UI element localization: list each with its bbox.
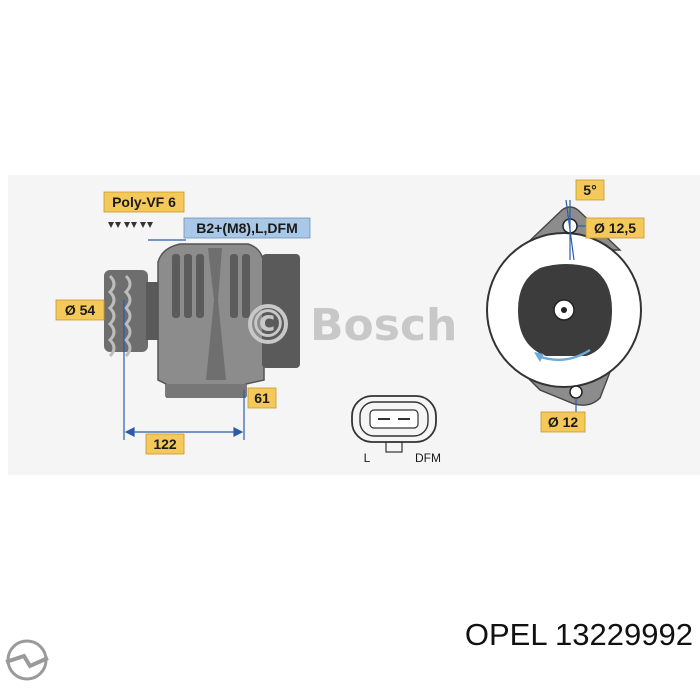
length-part-box bbox=[247, 387, 277, 409]
plug-connector bbox=[351, 395, 437, 453]
pulley-diameter-box bbox=[55, 299, 105, 321]
alternator-side-view bbox=[104, 243, 300, 398]
svg-text:©: © bbox=[249, 302, 287, 346]
pin-l-label: L bbox=[364, 451, 371, 465]
terminals-label: B2+(M8),L,DFM bbox=[196, 220, 298, 236]
length-part-label: 61 bbox=[254, 390, 270, 406]
length-total-label: 122 bbox=[153, 436, 177, 452]
rotation-arrow bbox=[537, 348, 591, 362]
opel-logo bbox=[5, 639, 49, 681]
pulley-grooves bbox=[107, 274, 116, 358]
hole-top-box bbox=[585, 217, 645, 239]
angle-label: 5° bbox=[583, 182, 596, 198]
part-number-caption: OPEL 13229992 bbox=[464, 617, 693, 652]
housing-vents bbox=[172, 254, 250, 318]
pulley-diameter-label: Ø 54 bbox=[65, 302, 96, 318]
watermark-text: Bosch bbox=[310, 300, 457, 351]
hole-bottom-label: Ø 12 bbox=[548, 414, 579, 430]
pin-dfm-label: DFM bbox=[415, 451, 441, 465]
length-total-box bbox=[145, 433, 185, 455]
belt-label-box bbox=[103, 191, 185, 213]
angle-box bbox=[575, 179, 605, 201]
bosch-watermark: © Bosch bbox=[248, 300, 457, 351]
dimension-lines bbox=[123, 239, 245, 440]
front-dimension-lines bbox=[565, 199, 586, 414]
belt-profile-icon bbox=[108, 222, 153, 228]
terminals-label-box bbox=[183, 217, 311, 239]
hole-top-label: Ø 12,5 bbox=[594, 220, 636, 236]
belt-label: Poly-VF 6 bbox=[112, 194, 176, 210]
bottom-mount-hole bbox=[569, 385, 583, 399]
hole-bottom-box bbox=[540, 411, 586, 433]
